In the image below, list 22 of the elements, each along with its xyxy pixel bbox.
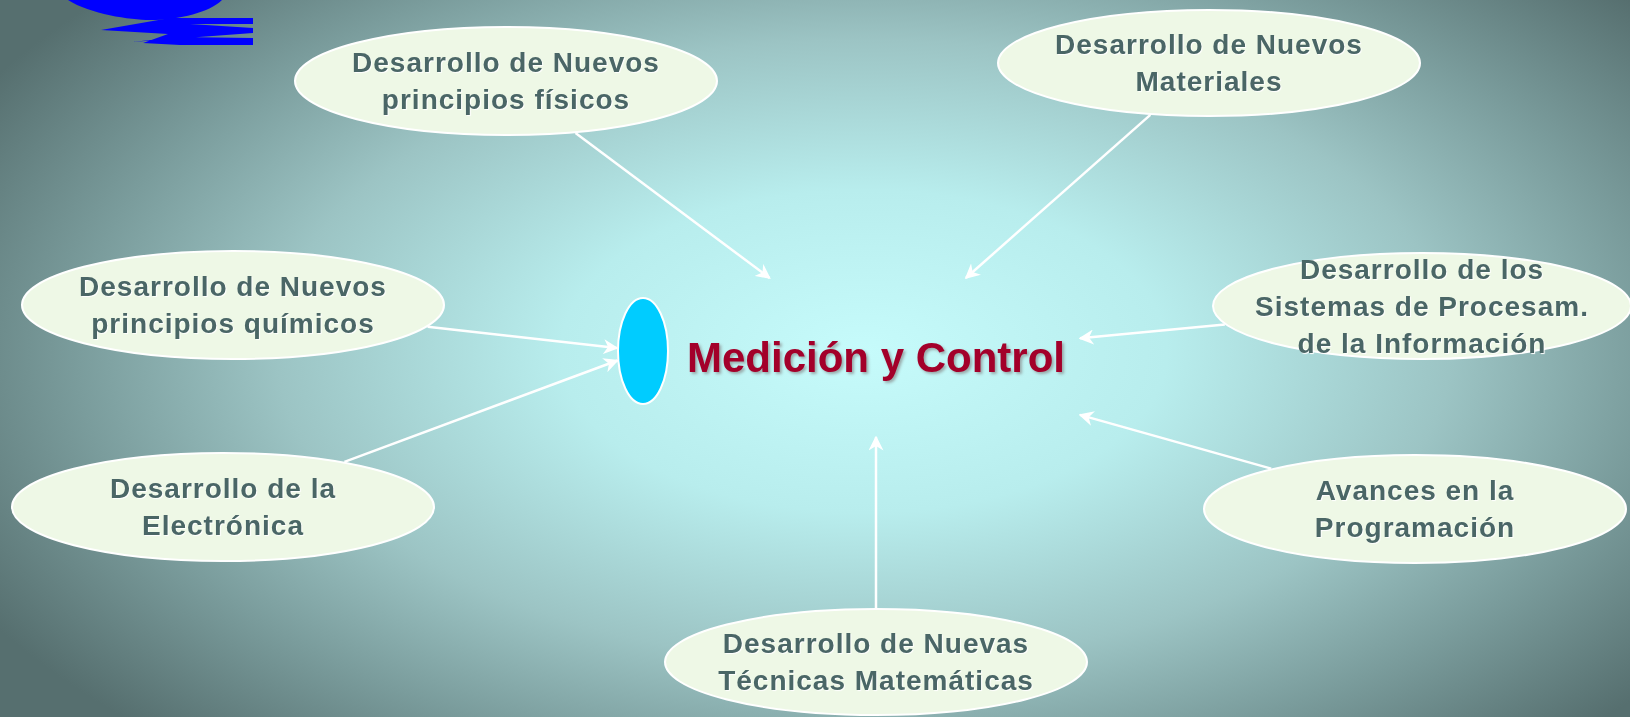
oval-node — [294, 26, 718, 136]
center-title: Medición y Control — [687, 333, 1065, 382]
oval-node — [1203, 454, 1627, 564]
arrow — [1078, 323, 1225, 345]
oval-node — [664, 608, 1088, 716]
oval-node — [997, 9, 1421, 117]
node-label: Avances en la Programación — [1313, 474, 1517, 545]
arrow — [427, 325, 619, 355]
arrow — [574, 131, 771, 279]
oval-node — [11, 452, 435, 562]
node-label: Desarrollo de la Electrónica — [108, 472, 338, 543]
oval-node — [21, 250, 445, 360]
arrow — [868, 435, 884, 608]
node-label: Desarrollo de Nuevos principios químicos — [78, 270, 388, 341]
node-label: Desarrollo de Nuevos principios físicos — [351, 46, 661, 117]
arrow — [1078, 411, 1272, 470]
node-label: Desarrollo de Nuevos Materiales — [1054, 28, 1364, 99]
node-label: Desarrollo de Nuevas Técnicas Matemáticas — [717, 627, 1035, 698]
arrow — [343, 358, 619, 464]
ellipse-shape — [617, 297, 669, 405]
arrow — [964, 113, 1152, 279]
node-label: Desarrollo de los Sistemas de Procesam. de la Información — [1254, 252, 1590, 361]
